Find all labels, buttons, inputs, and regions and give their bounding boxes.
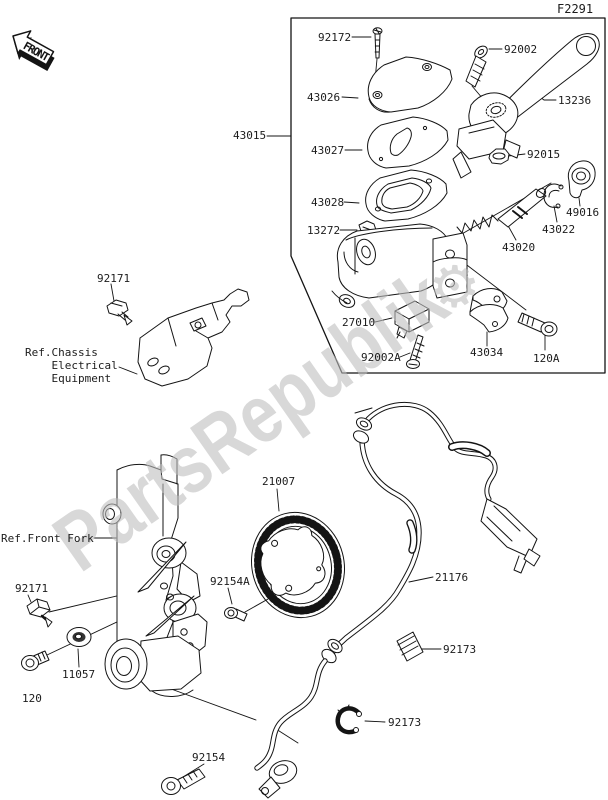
part-43027-plate-drawing (367, 116, 449, 169)
part-92002-bolt-drawing (465, 45, 488, 88)
part-92172-screw-drawing (372, 27, 383, 59)
front-direction-arrow: FRONT (12, 30, 55, 72)
part-43022-circlip-drawing (543, 183, 564, 209)
part-11057-washer-drawing (66, 627, 92, 647)
part-92154a-bolt-drawing (224, 607, 248, 622)
part-27010-switch-drawing (394, 300, 430, 339)
part-92171-clip-upper-drawing (106, 299, 133, 326)
assembly-box-outline (290, 17, 606, 374)
part-92173-clip-upper-drawing (396, 631, 424, 662)
part-92002a-screw-drawing (406, 334, 425, 369)
part-43034-clamp-drawing (469, 288, 509, 333)
part-92171-clip-lower-drawing (26, 598, 53, 628)
master-cylinder-body-drawing (331, 223, 468, 308)
part-120-bolt-drawing (21, 650, 50, 671)
part-92154-bolt-drawing (161, 768, 206, 795)
part-43028-holder-drawing (365, 169, 448, 222)
part-21007-rotor-drawing (250, 511, 346, 619)
part-92015-nut-drawing (488, 148, 510, 165)
front-fork-drawing (102, 454, 208, 697)
part-49016-boot-drawing (567, 160, 596, 199)
abs-sensor-drawing (258, 760, 298, 799)
abs-connector-drawing (480, 498, 538, 558)
part-43020-piston-drawing (456, 188, 547, 234)
part-120a-bolt-drawing (517, 312, 558, 337)
part-92173-clip-lower-drawing (335, 704, 362, 735)
chassis-electrical-bracket-drawing (137, 288, 250, 387)
part-43026-cap-drawing (367, 56, 453, 113)
watermark-text: PartsRepublik (38, 253, 463, 589)
part-21176-hose-drawing (254, 401, 541, 771)
